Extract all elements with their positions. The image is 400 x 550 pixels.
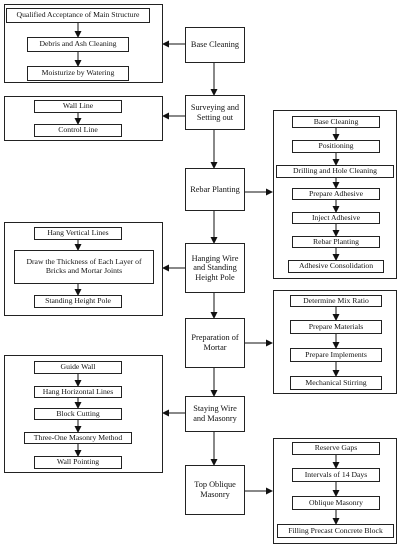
step-filling-precast-block: Filling Precast Concrete Block <box>277 524 394 538</box>
step-wall-line: Wall Line <box>34 100 122 113</box>
step-adhesive-consolidation: Adhesive Consolidation <box>288 260 384 273</box>
step-rebar-planting: Rebar Planting <box>292 236 380 248</box>
step-determine-mix-ratio: Determine Mix Ratio <box>290 295 382 307</box>
main-step-surveying: Surveying and Setting out <box>185 95 245 130</box>
step-wall-pointing: Wall Pointing <box>34 456 122 469</box>
step-control-line: Control Line <box>34 124 122 137</box>
step-mechanical-stirring: Mechanical Stirring <box>290 376 382 390</box>
group-surveying <box>4 96 163 141</box>
main-step-hanging-wire: Hanging Wire and Standing Height Pole <box>185 243 245 293</box>
step-block-cutting: Block Cutting <box>34 408 122 420</box>
main-step-mortar: Preparation of Mortar <box>185 318 245 368</box>
group-rebar-planting <box>273 110 397 279</box>
step-prepare-materials: Prepare Materials <box>290 320 382 334</box>
step-intervals-14-days: Intervals of 14 Days <box>292 468 380 482</box>
step-moisturize-watering: Moisturize by Watering <box>27 66 129 81</box>
main-step-base-cleaning: Base Cleaning <box>185 27 245 63</box>
step-prepare-adhesive: Prepare Adhesive <box>292 188 380 200</box>
group-hanging-wire <box>4 222 163 316</box>
step-positioning: Positioning <box>292 140 380 153</box>
step-oblique-masonry: Oblique Masonry <box>292 496 380 510</box>
step-inject-adhesive: Inject Adhesive <box>292 212 380 224</box>
step-hang-vertical-lines: Hang Vertical Lines <box>34 227 122 240</box>
step-hang-horizontal-lines: Hang Horizontal Lines <box>34 386 122 398</box>
step-reserve-gaps: Reserve Gaps <box>292 442 380 455</box>
step-prepare-implements: Prepare Implements <box>290 348 382 362</box>
group-mortar <box>273 290 397 394</box>
group-masonry <box>4 355 163 473</box>
step-standing-height-pole: Standing Height Pole <box>34 295 122 308</box>
step-draw-thickness: Draw the Thickness of Each Layer of Bric… <box>14 250 154 284</box>
step-three-one-masonry: Three-One Masonry Method <box>24 432 132 444</box>
step-drilling-hole-cleaning: Drilling and Hole Cleaning <box>276 165 394 178</box>
step-guide-wall: Guide Wall <box>34 361 122 374</box>
main-step-top-oblique: Top Oblique Masonry <box>185 465 245 515</box>
step-rebar-base-cleaning: Base Cleaning <box>292 116 380 128</box>
group-base-cleaning <box>4 4 163 83</box>
main-step-rebar-planting: Rebar Planting <box>185 168 245 211</box>
step-qualified-acceptance: Qualified Acceptance of Main Structure <box>6 8 150 23</box>
main-step-masonry: Staying Wire and Masonry <box>185 396 245 432</box>
step-debris-ash-cleaning: Debris and Ash Cleaning <box>27 37 129 52</box>
group-top-oblique <box>273 438 397 544</box>
